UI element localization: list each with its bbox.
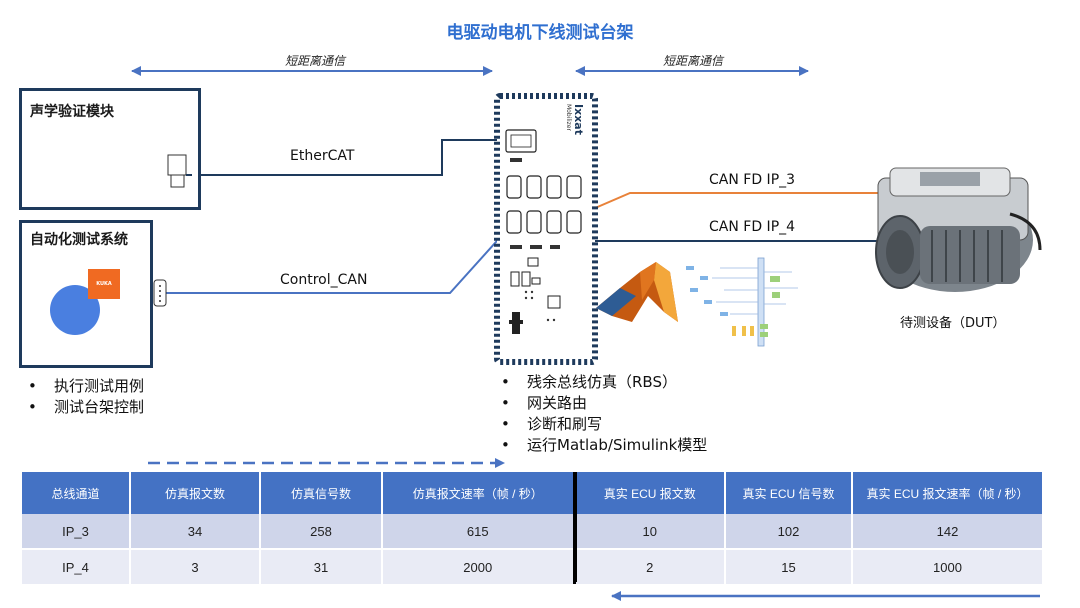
kuka-logo-icon: KUKA	[88, 269, 120, 299]
table-cell: 31	[260, 548, 383, 584]
list-item: •网关路由	[501, 394, 588, 412]
dut-label: 待测设备（DUT）	[900, 316, 1006, 331]
table-cell: 1000	[852, 548, 1044, 584]
ethercat-label: EtherCAT	[290, 148, 355, 164]
table-cell: 142	[852, 514, 1044, 549]
column-header: 总线通道	[22, 472, 131, 514]
canfd-ip3-label: CAN FD IP_3	[709, 172, 796, 188]
automation-system-title: 自动化测试系统	[30, 232, 128, 248]
control-can-wire	[166, 221, 515, 294]
column-header: 仿真报文速率（帧 / 秒）	[382, 472, 576, 514]
column-header: 仿真报文数	[130, 472, 261, 514]
list-item: •测试台架控制	[28, 398, 145, 416]
gateway-bullet-list: •残余总线仿真（RBS） •网关路由 •诊断和刷写 •运行Matlab/Simu…	[501, 372, 707, 456]
control-can-connector-icon	[153, 279, 167, 307]
table-cell: IP_4	[22, 548, 131, 584]
list-item: •运行Matlab/Simulink模型	[501, 436, 708, 454]
acoustic-module-box: 声学验证模块	[19, 88, 201, 210]
short-range-label-right: 短距离通信	[662, 54, 723, 68]
automation-bullet-list: •执行测试用例 •测试台架控制	[28, 376, 144, 418]
table-cell: 258	[260, 514, 383, 549]
acoustic-module-title: 声学验证模块	[30, 104, 114, 120]
bus-statistics-table: 总线通道 仿真报文数 仿真信号数 仿真报文速率（帧 / 秒） 真实 ECU 报文…	[22, 472, 1044, 584]
column-header: 仿真信号数	[260, 472, 383, 514]
dut-motor-image	[875, 167, 1042, 292]
page-title: 电驱动电机下线测试台架	[446, 23, 634, 43]
table-cell: 102	[725, 514, 853, 549]
control-can-label: Control_CAN	[280, 272, 368, 288]
list-item: •残余总线仿真（RBS）	[501, 373, 677, 391]
column-header: 真实 ECU 报文速率（帧 / 秒）	[852, 472, 1044, 514]
canfd-ip4-label: CAN FD IP_4	[709, 219, 796, 235]
gateway-brand-area: Ixxat Mobilizer	[563, 104, 587, 164]
table-header-row: 总线通道 仿真报文数 仿真信号数 仿真报文速率（帧 / 秒） 真实 ECU 报文…	[22, 472, 1044, 514]
table-cell: 615	[382, 514, 576, 549]
short-range-label-left: 短距离通信	[284, 54, 345, 68]
table-cell: 10	[574, 514, 726, 549]
gateway-device-image	[494, 93, 598, 365]
table-cell: 2000	[382, 548, 576, 584]
table-divider	[574, 472, 577, 582]
automation-system-box: 自动化测试系统 KUKA	[19, 220, 153, 368]
table-row: IP_4 3 31 2000 2 15 1000	[22, 548, 1044, 584]
ethercat-wire	[190, 139, 514, 176]
table-cell: 15	[725, 548, 853, 584]
column-header: 真实 ECU 报文数	[574, 472, 726, 514]
simulink-model-thumbnail	[686, 257, 798, 347]
table-row: IP_3 34 258 615 10 102 142	[22, 514, 1044, 549]
column-header: 真实 ECU 信号数	[725, 472, 853, 514]
table-cell: 3	[130, 548, 261, 584]
table-cell: IP_3	[22, 514, 131, 549]
list-item: •执行测试用例	[28, 377, 145, 395]
list-item: •诊断和刷写	[501, 415, 603, 433]
table-cell: 34	[130, 514, 261, 549]
table-cell: 2	[574, 548, 726, 584]
gateway-brand: Ixxat	[572, 104, 585, 135]
matlab-logo-icon	[596, 262, 678, 322]
gateway-model: Mobilizer	[565, 104, 572, 131]
